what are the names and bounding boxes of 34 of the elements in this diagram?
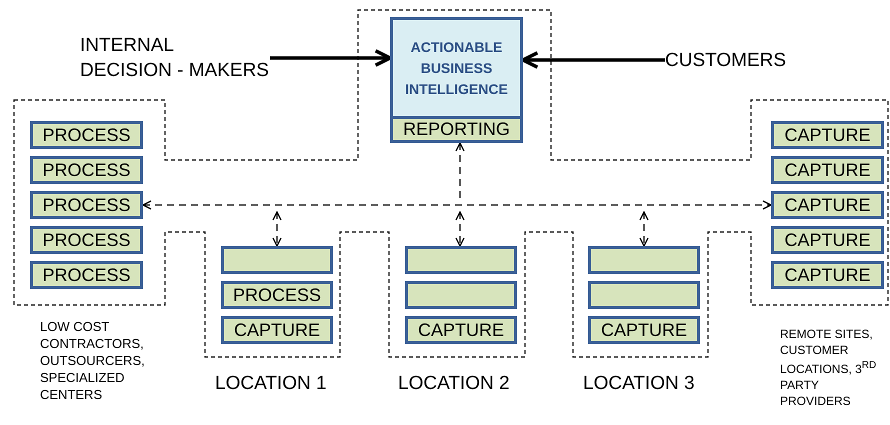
module-box: CAPTURE bbox=[405, 316, 517, 344]
module-box: PROCESS bbox=[30, 121, 143, 149]
module-box: CAPTURE bbox=[221, 316, 333, 344]
region-label: REMOTE SITES, CUSTOMER LOCATIONS, 3$^{RD}$ PARTY PROVIDERS bbox=[780, 326, 878, 409]
module-box: CAPTURE bbox=[771, 156, 884, 184]
location-label: LOCATION 3 bbox=[583, 372, 696, 395]
module-box bbox=[588, 246, 700, 274]
module-box: PROCESS bbox=[30, 261, 143, 289]
module-box: PROCESS bbox=[30, 156, 143, 184]
module-box: CAPTURE bbox=[771, 121, 884, 149]
module-box: CAPTURE bbox=[771, 191, 884, 219]
arrow bbox=[272, 211, 282, 247]
source-label: INTERNAL DECISION - MAKERS bbox=[80, 33, 270, 83]
module-box: REPORTING bbox=[390, 116, 523, 143]
location-label: LOCATION 1 bbox=[215, 372, 328, 395]
arrow bbox=[639, 211, 649, 247]
module-box: CAPTURE bbox=[771, 226, 884, 254]
location-label: LOCATION 2 bbox=[398, 372, 511, 395]
module-box bbox=[405, 246, 517, 274]
arrow bbox=[142, 200, 772, 210]
module-box bbox=[221, 246, 333, 274]
module-box: PROCESS bbox=[30, 226, 143, 254]
module-box: PROCESS bbox=[221, 281, 333, 309]
arrow bbox=[455, 142, 465, 198]
module-box bbox=[588, 281, 700, 309]
arrow bbox=[521, 51, 665, 69]
module-box: CAPTURE bbox=[771, 261, 884, 289]
arrow bbox=[270, 49, 392, 67]
module-box: PROCESS bbox=[30, 191, 143, 219]
arrow bbox=[455, 211, 465, 247]
source-label: CUSTOMERS bbox=[665, 46, 790, 74]
title-box: ACTIONABLE BUSINESS INTELLIGENCE bbox=[390, 17, 523, 119]
module-box: CAPTURE bbox=[588, 316, 700, 344]
module-box bbox=[405, 281, 517, 309]
